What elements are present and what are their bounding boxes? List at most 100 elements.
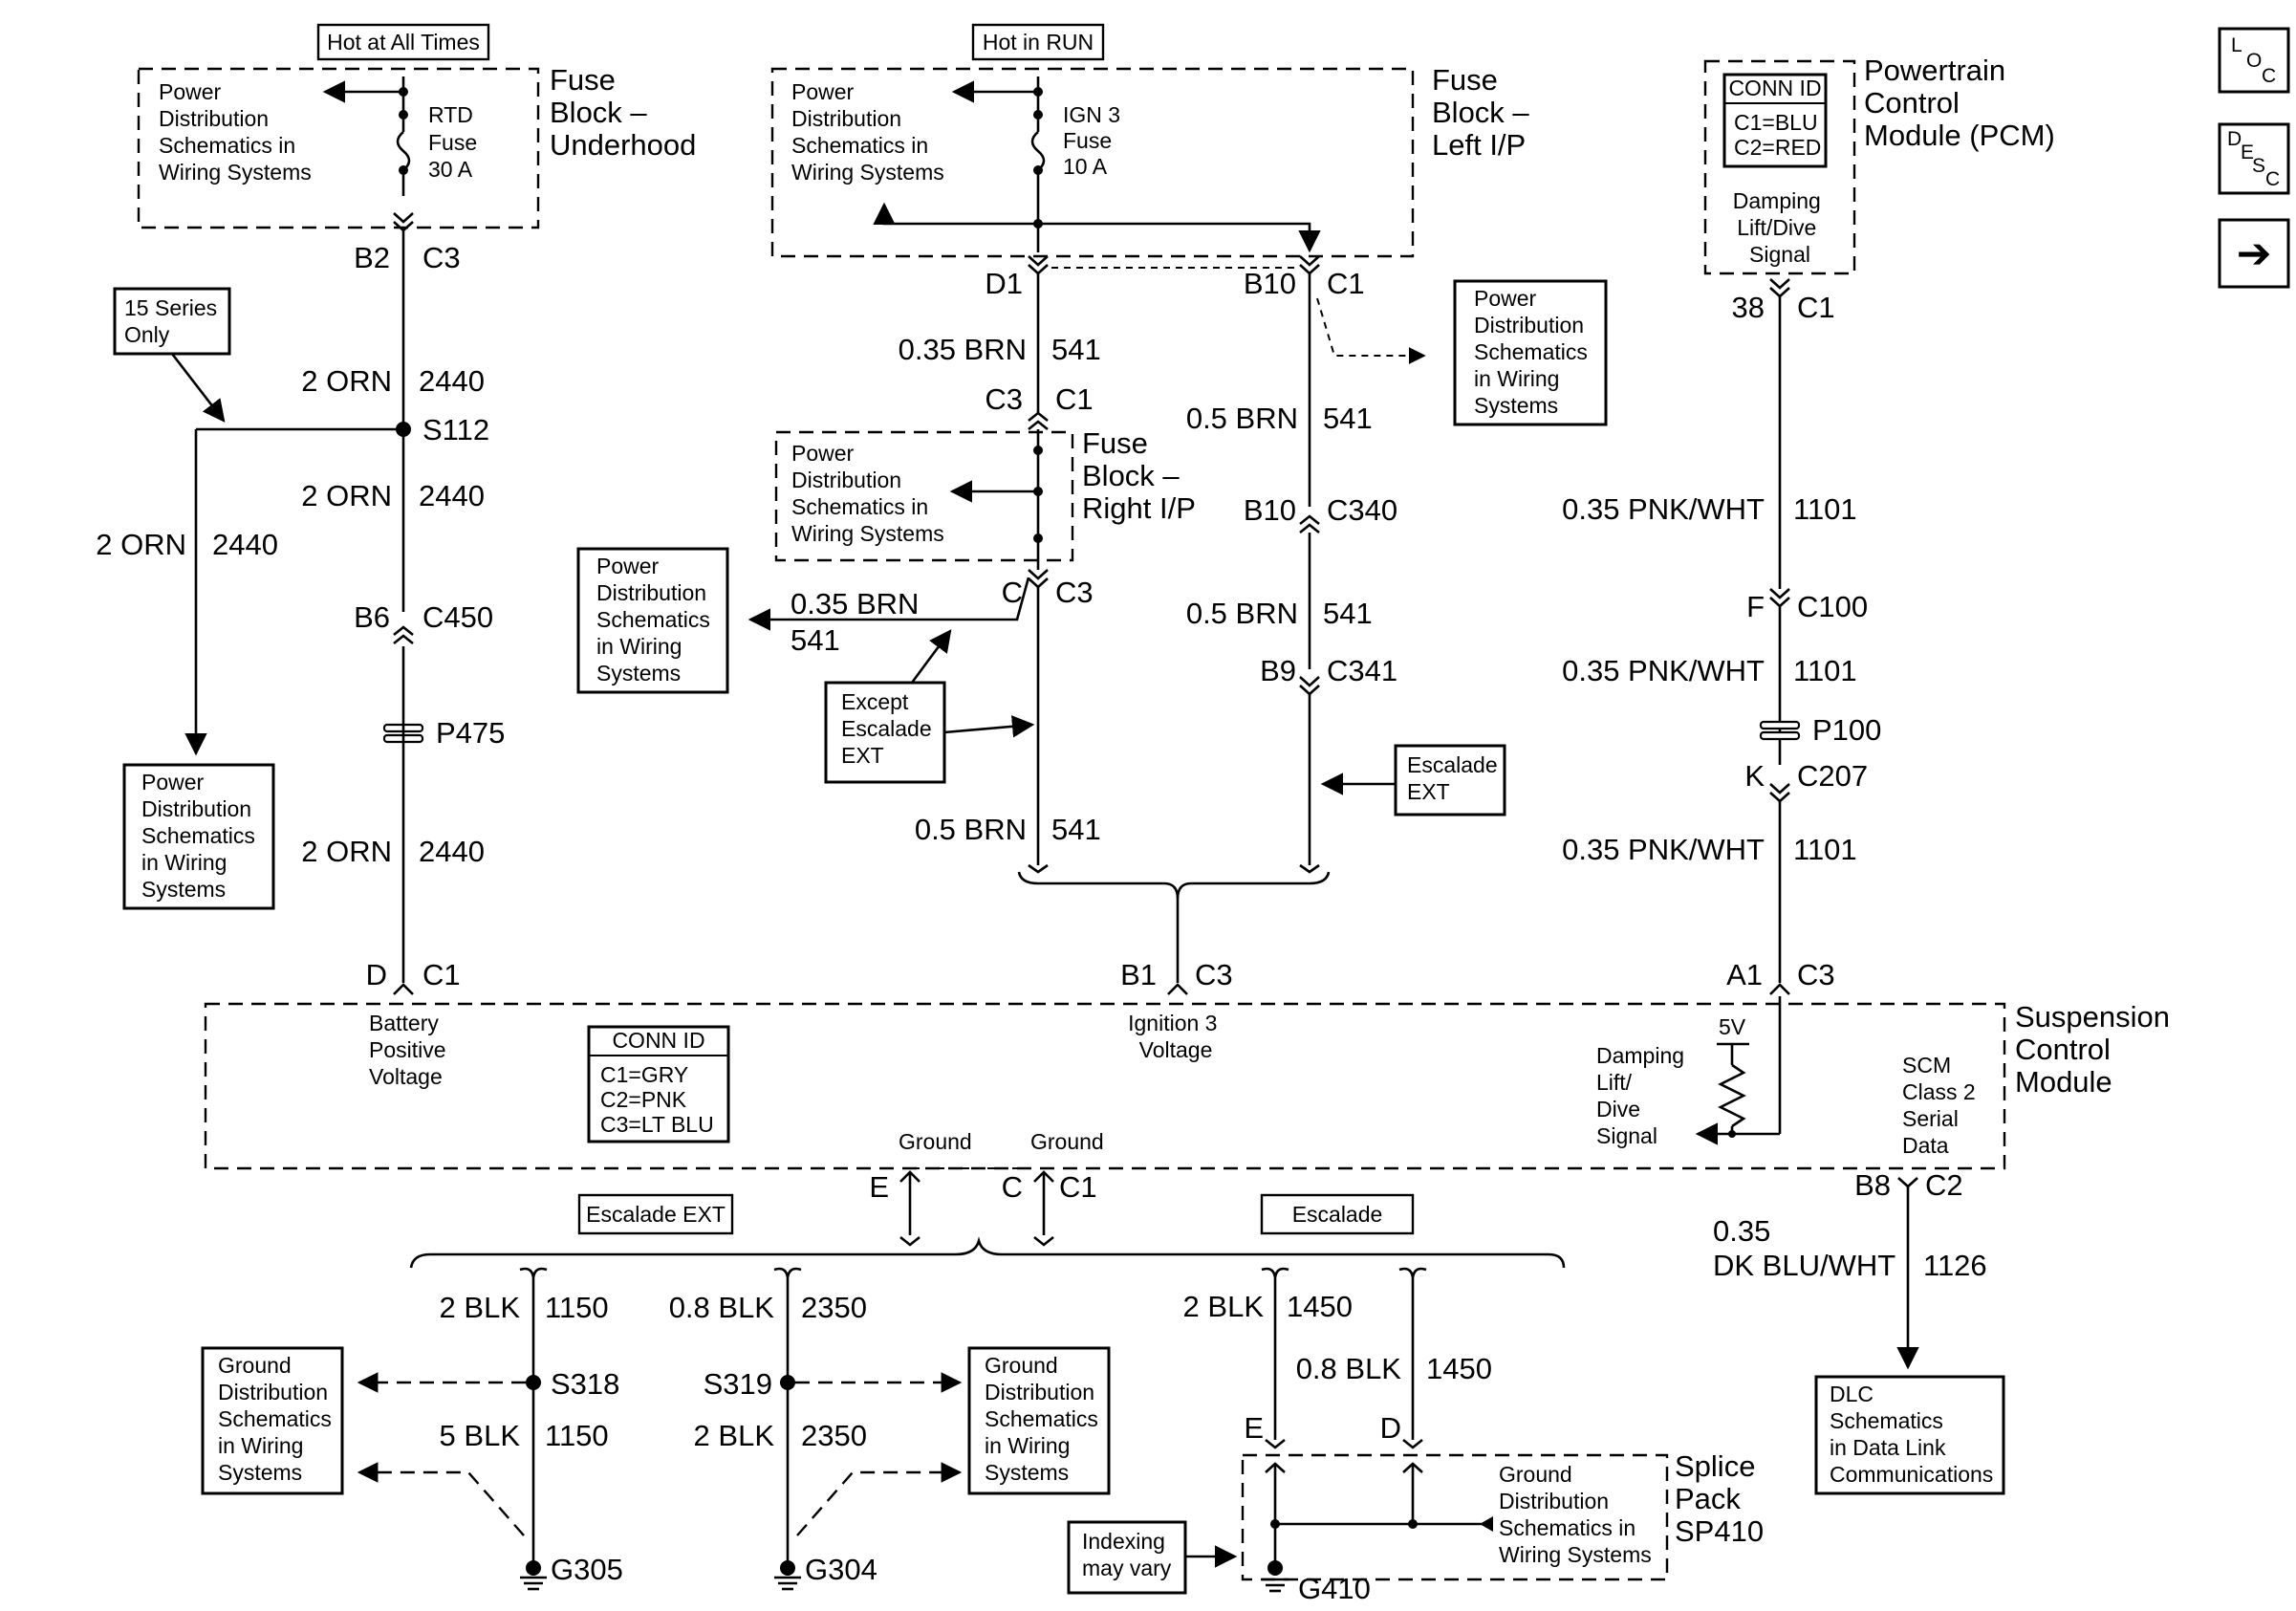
- connector-d1-symbol: [1028, 255, 1049, 275]
- pin-c3-top: C3: [985, 382, 1023, 416]
- scm-conn-id-title: CONN ID: [612, 1028, 704, 1053]
- pin-c1: C1: [422, 958, 461, 991]
- next-arrow-button[interactable]: ➔: [2218, 218, 2290, 289]
- wire-08-blk-g410: 0.8 BLK: [1296, 1352, 1402, 1385]
- circuit-541-4: 541: [1323, 597, 1373, 630]
- pin-b2: B2: [354, 241, 390, 274]
- fuse-block-underhood-title: Fuse Block – Underhood: [550, 63, 696, 162]
- connector-scm-c3-a1-symbol: [1769, 983, 1790, 995]
- pin-c3-bottom: C3: [1055, 576, 1094, 609]
- svg-text:E: E: [2241, 142, 2254, 163]
- connector-c340-symbol: [1299, 514, 1320, 534]
- feed-brace: [1017, 871, 1331, 900]
- ground-g304: G304: [805, 1553, 877, 1586]
- connector-scm-c2-symbol: [1897, 1177, 1918, 1188]
- circuit-1150-2: 1150: [545, 1419, 609, 1452]
- underhood-pds-text: Power Distribution Schematics in Wiring …: [159, 79, 312, 185]
- ground-circuits: Escalade EXT Escalade 2 BLK 1150 S318 5 …: [201, 1193, 1764, 1605]
- circuit-2440-2: 2440: [419, 479, 485, 512]
- pin-c3-a1: C3: [1797, 958, 1835, 991]
- pin-d1: D1: [985, 267, 1023, 300]
- connector-c100: C100: [1797, 590, 1868, 623]
- gds-right-text: Ground Distribution Schematics in Wiring…: [1499, 1462, 1652, 1567]
- pin-b9: B9: [1260, 654, 1296, 687]
- inline-p100-symbol: [1759, 720, 1801, 730]
- connector-c341-symbol: [1299, 676, 1320, 696]
- ground-label-c: Ground: [1030, 1129, 1104, 1154]
- wire-2-blk-2: 2 BLK: [694, 1419, 775, 1452]
- wire-035: 0.35: [1713, 1214, 1770, 1248]
- circuit-541-3: 541: [1323, 402, 1373, 435]
- escalade-ext-label: Escalade EXT: [586, 1202, 726, 1227]
- svg-text:L: L: [2231, 34, 2242, 56]
- gds-mid-box-text: Ground Distribution Schematics in Wiring…: [985, 1353, 1104, 1485]
- circuit-2350: 2350: [801, 1291, 867, 1324]
- wire-05-brn: 0.5 BRN: [915, 813, 1027, 846]
- ground-g410: G410: [1298, 1572, 1371, 1605]
- pcm-conn-ids: C1=BLU C2=RED: [1734, 110, 1824, 160]
- circuit-541-2: 541: [1051, 813, 1101, 846]
- next-arrow-icon: ➔: [2237, 229, 2272, 278]
- hot-at-all-times-label: Hot at All Times: [327, 30, 480, 54]
- wire-05-brn-2: 0.5 BRN: [1186, 402, 1298, 435]
- pin-b8: B8: [1854, 1168, 1891, 1202]
- wire-dk-blu-wht: DK BLU/WHT: [1713, 1249, 1895, 1282]
- splice-s318-dot: [526, 1375, 541, 1390]
- ground-connector-c1: C1: [1059, 1170, 1097, 1204]
- pin-d: D: [366, 958, 387, 991]
- fuse-block-left-ip: Hot in RUN Power Distribution Schematics…: [770, 23, 1537, 258]
- pin-c3-b1: C3: [1195, 958, 1233, 991]
- wire-035-pnk-wht-2: 0.35 PNK/WHT: [1562, 654, 1765, 687]
- ign3-fuse-text: IGN 3 Fuse 10 A: [1063, 102, 1126, 179]
- ign3-fuse-symbol: [1030, 131, 1046, 171]
- desc-button[interactable]: D E S C: [2218, 122, 2290, 195]
- branch-wire-2-orn: 2 ORN: [96, 528, 186, 561]
- splice-s319: S319: [704, 1367, 772, 1401]
- pin-d-sp410: D: [1380, 1411, 1401, 1445]
- wire-2-blk-g410: 2 BLK: [1183, 1290, 1265, 1323]
- pcm-conn-id-title: CONN ID: [1728, 76, 1821, 100]
- battery-positive-voltage-label: Battery Positive Voltage: [369, 1011, 452, 1089]
- circuit-1101-2: 1101: [1793, 654, 1857, 687]
- wire-2-orn: 2 ORN: [301, 364, 392, 398]
- circuit-2350-2: 2350: [801, 1419, 867, 1452]
- connector-b10-symbol: [1299, 255, 1320, 275]
- ground-pin-c: C: [1002, 1170, 1023, 1204]
- ground-pin-e: E: [869, 1170, 889, 1204]
- wire-2-orn-2: 2 ORN: [301, 479, 392, 512]
- splice-s319-dot: [780, 1375, 795, 1390]
- svg-text:C: C: [2265, 168, 2280, 190]
- scm-damping-signal-label: Damping Lift/ Dive Signal: [1596, 1043, 1690, 1148]
- fuse-block-left-ip-title: Fuse Block – Left I/P: [1432, 63, 1537, 162]
- inline-p100: P100: [1812, 713, 1881, 747]
- ign-pds-right-box-text: Power Distribution Schematics in Wiring …: [1474, 286, 1593, 418]
- ground-label-e: Ground: [899, 1129, 972, 1154]
- svg-text:O: O: [2246, 50, 2262, 72]
- branch-circuit-541: 541: [791, 623, 840, 657]
- left-ip-pds-text: Power Distribution Schematics in Wiring …: [791, 79, 944, 185]
- fuse-block-right-ip-title: Fuse Block – Right I/P: [1082, 426, 1196, 525]
- connector-c450-symbol: [393, 625, 414, 645]
- pcm-block: CONN ID C1=BLU C2=RED Damping Lift/Dive …: [1703, 54, 2055, 275]
- circuit-1101-3: 1101: [1793, 833, 1857, 866]
- pcm-damping-signal: Damping Lift/Dive Signal: [1733, 188, 1827, 267]
- connector-scm-c1-symbol: [393, 983, 414, 995]
- escalade-ext-note: Escalade EXT: [1407, 752, 1504, 804]
- connector-right-ip-c3-symbol: [1028, 569, 1049, 589]
- rtd-fuse-symbol: [396, 131, 411, 171]
- wire-035-brn: 0.35 BRN: [899, 333, 1027, 366]
- splice-s318: S318: [551, 1367, 619, 1401]
- ground-g305: G305: [551, 1553, 623, 1586]
- suspension-control-module: Suspension Control Module Battery Positi…: [204, 996, 2178, 1247]
- loc-button[interactable]: L O C: [2218, 27, 2290, 94]
- connector-c100-symbol: [1769, 588, 1790, 608]
- scm-title: Suspension Control Module: [2015, 1000, 2178, 1099]
- wire-035-pnk-wht-3: 0.35 PNK/WHT: [1562, 833, 1765, 866]
- wire-2-orn-3: 2 ORN: [301, 835, 392, 868]
- pin-b1: B1: [1120, 958, 1157, 991]
- connector-c340: C340: [1327, 493, 1397, 527]
- right-ip-pds-text: Power Distribution Schematics in Wiring …: [791, 441, 944, 546]
- pin-b10: B10: [1244, 267, 1296, 300]
- ign-pds-left-box-text: Power Distribution Schematics in Wiring …: [596, 554, 716, 686]
